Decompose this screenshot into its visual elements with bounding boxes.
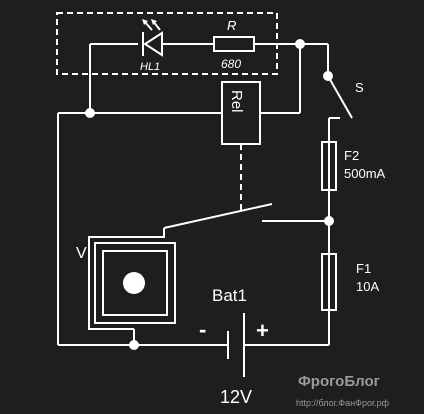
voltmeter-label: V (76, 245, 87, 262)
switch-label: S (355, 80, 364, 95)
battery-plus-sign: + (256, 318, 269, 343)
voltmeter-inner (102, 250, 168, 316)
relay-contact-blade (163, 203, 273, 229)
fuse2-value: 500mA (344, 166, 386, 181)
watermark-url: http://блог.ФанФрог.рф (296, 398, 390, 408)
watermark-title: ФрогоБлог (298, 373, 380, 390)
fuse2-label: F2 (344, 148, 359, 163)
relay-label: Rel (228, 90, 245, 113)
led-triangle (143, 31, 163, 57)
switch-s-blade (327, 75, 353, 119)
fuse1-label: F1 (356, 261, 371, 276)
led-label: HL1 (140, 61, 160, 73)
voltmeter-outer (94, 242, 176, 324)
fuse1-value: 10A (356, 279, 379, 294)
junction-node (85, 108, 95, 118)
junction-node (129, 340, 139, 350)
led-hl1 (142, 19, 163, 57)
voltmeter (88, 228, 176, 330)
resistor-r (213, 36, 255, 52)
battery-bat1 (227, 313, 245, 377)
voltmeter-indicator (123, 272, 145, 294)
battery-minus-sign: - (199, 317, 206, 342)
resistor-label: R (227, 18, 236, 33)
battery-label: Bat1 (212, 286, 247, 305)
battery-voltage: 12V (220, 387, 252, 407)
resistor-value: 680 (221, 57, 241, 71)
